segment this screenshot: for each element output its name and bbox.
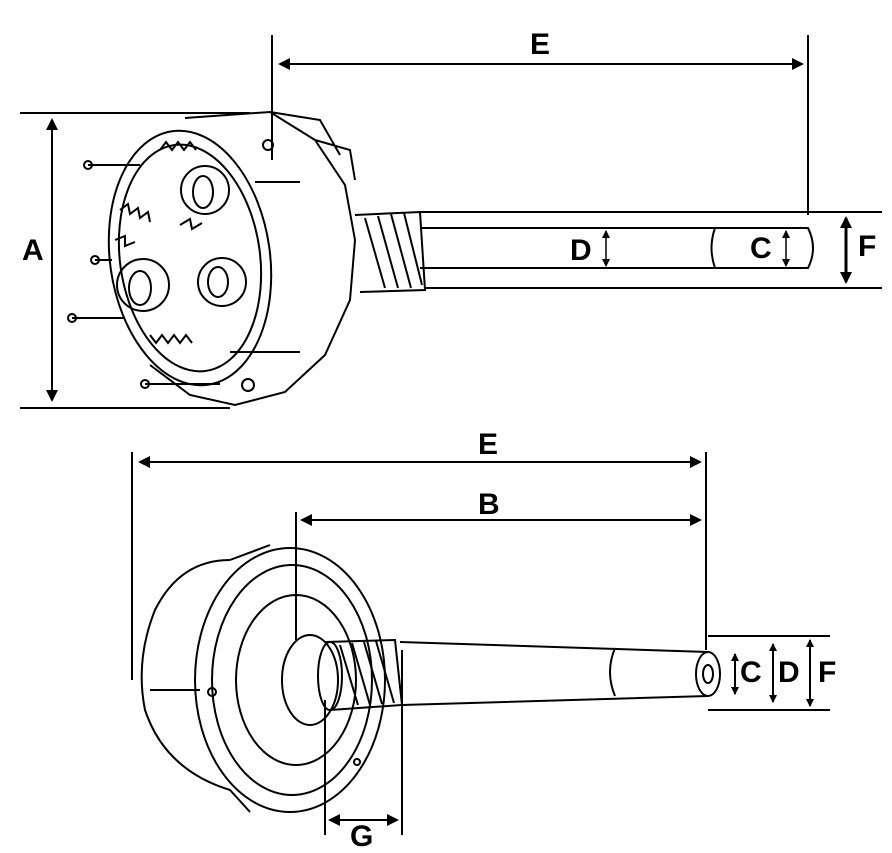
ring-gear-inner xyxy=(117,143,263,373)
housing-outline xyxy=(149,110,357,407)
label-a: A xyxy=(22,234,44,267)
shaft-end-face xyxy=(695,651,721,697)
label-b: B xyxy=(478,488,500,521)
bearing-race xyxy=(281,634,339,726)
pinion-gear-bottom xyxy=(324,638,404,711)
housing-flange-outer xyxy=(194,547,386,813)
pinion-face xyxy=(317,641,343,711)
mounting-studs xyxy=(67,139,300,392)
housing-flange-mid xyxy=(211,564,373,796)
gear-cage-face xyxy=(107,129,273,387)
pinion-teeth xyxy=(364,212,423,289)
mount-hole-right xyxy=(353,758,361,766)
planet-gear-hub-right xyxy=(207,266,229,298)
housing-back-edge xyxy=(150,544,271,691)
planet-gear-hub-left xyxy=(128,270,152,306)
label-f-bottom: F xyxy=(818,656,837,689)
housing-back-outline xyxy=(140,559,251,813)
label-e-bottom: E xyxy=(478,428,499,461)
top-view xyxy=(20,35,882,409)
label-e-top: E xyxy=(530,28,551,61)
shaft-body xyxy=(420,227,717,269)
label-c-bottom: C xyxy=(740,656,762,689)
label-d-bottom: D xyxy=(778,656,800,689)
mount-hole-left xyxy=(207,687,217,697)
shaft-body-bottom xyxy=(399,641,709,706)
pinion-gear xyxy=(354,210,427,293)
planet-gear-hub-top xyxy=(192,175,214,209)
stud-top xyxy=(262,139,274,151)
pinion-teeth-bottom xyxy=(339,640,395,706)
label-g: G xyxy=(350,820,374,853)
label-c-top: C xyxy=(750,232,772,265)
shaft-groove xyxy=(609,647,616,697)
bottom-view xyxy=(131,452,830,835)
label-d-top: D xyxy=(570,234,592,267)
housing-rim xyxy=(269,111,356,181)
shaft-tip xyxy=(715,227,814,269)
stud-bottom xyxy=(241,378,255,392)
housing-flange-inner xyxy=(235,594,357,766)
shaft-end-bore xyxy=(702,664,714,684)
label-f-top: F xyxy=(858,230,877,263)
planet-gears xyxy=(114,140,247,345)
